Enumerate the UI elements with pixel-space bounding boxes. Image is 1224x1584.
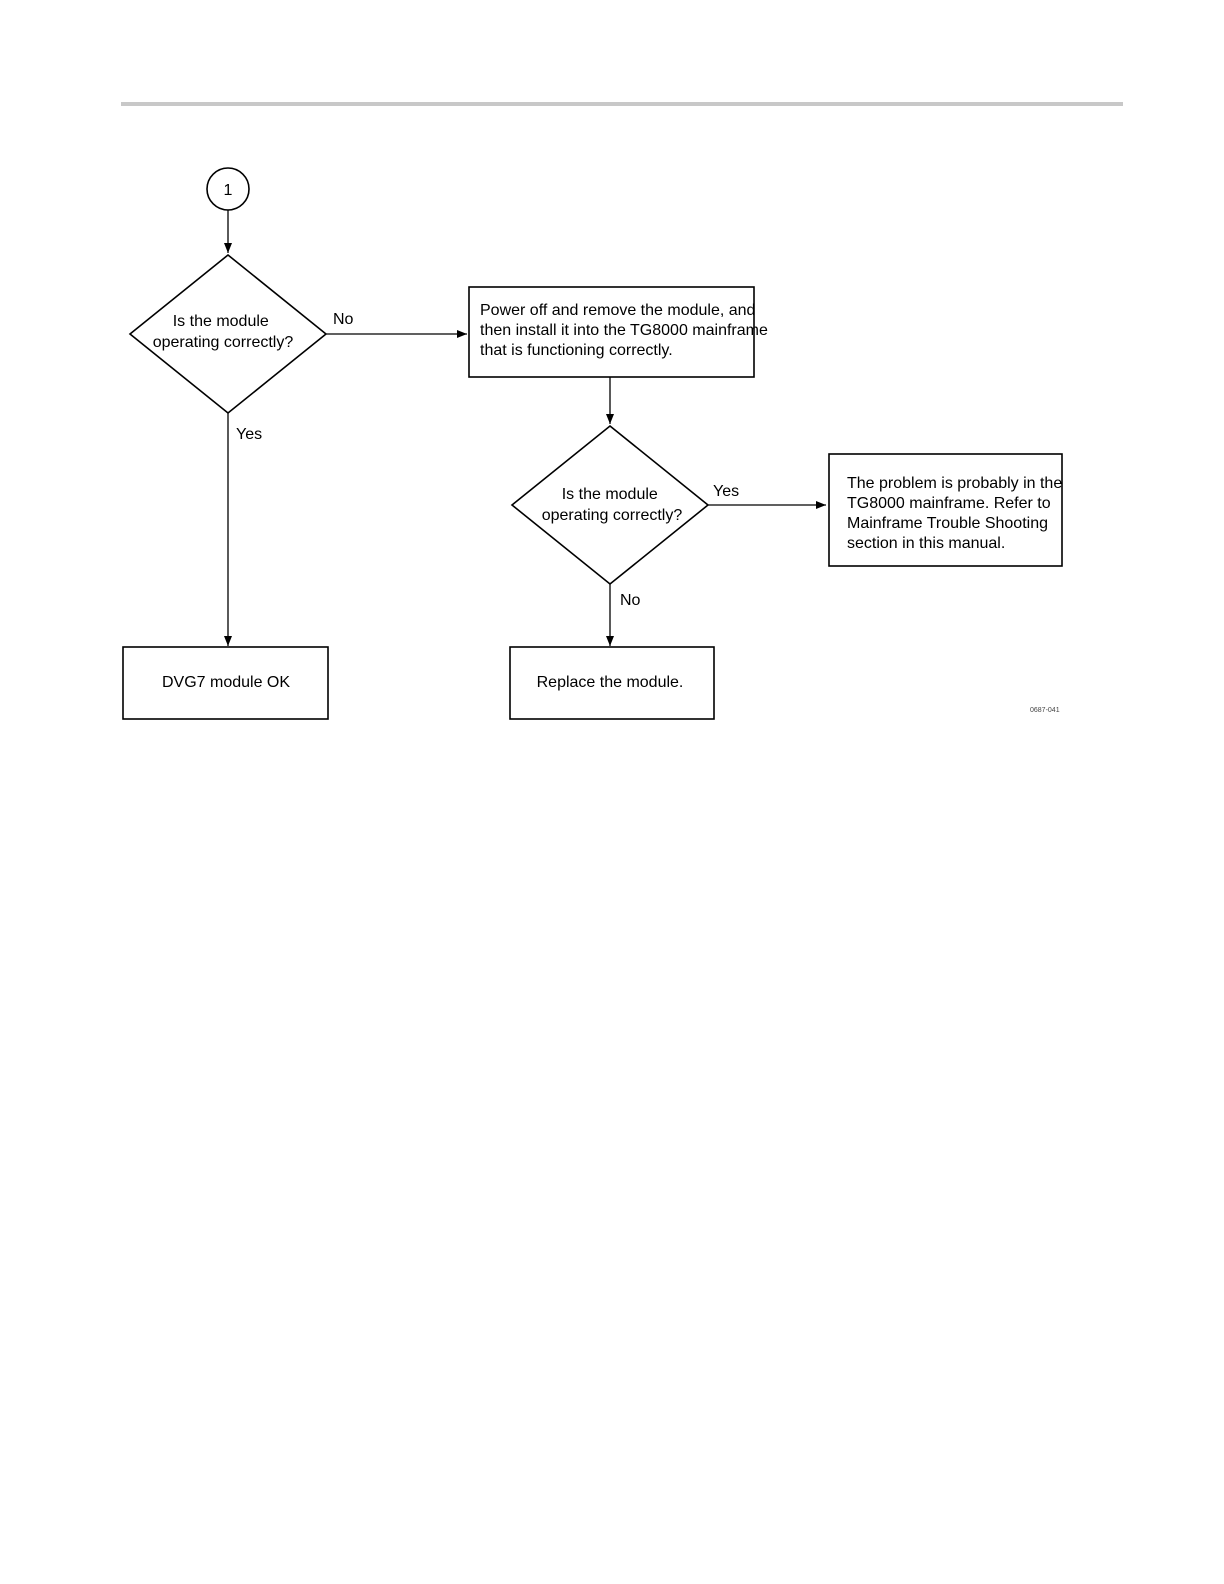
edge-label-decision1-no: No xyxy=(333,311,354,328)
process-line-2: then install it into the TG8000 mainfram… xyxy=(480,322,768,339)
process-node-reinstall: Power off and remove the module, and the… xyxy=(468,286,772,378)
connector-node: 1 xyxy=(206,167,250,211)
decision1-line-1: Is the module xyxy=(173,313,269,330)
svg-text:Is the module operating: Is the module operating correctly? xyxy=(153,313,294,351)
header-rule xyxy=(121,102,1123,106)
process-line-3: that is functioning correctly. xyxy=(480,342,673,359)
edge-label-decision2-no: No xyxy=(620,592,641,609)
decision2-line-2: operating correctly? xyxy=(542,507,683,524)
figure-id: 0687-041 xyxy=(1030,707,1060,714)
svg-text:Is the module operating: Is the module operating correctly? xyxy=(542,486,683,524)
edge-label-decision2-yes: Yes xyxy=(713,483,739,500)
decision-node-1: Is the module operating correctly? xyxy=(128,253,328,415)
mainframe-line-4: section in this manual. xyxy=(847,535,1005,552)
result-node-ok: DVG7 module OK xyxy=(122,646,329,720)
svg-text:Power off and remove the modul: Power off and remove the module, and the… xyxy=(480,302,772,359)
process-line-1: Power off and remove the module, and xyxy=(480,302,755,319)
decision-node-2: Is the module operating correctly? xyxy=(510,424,710,586)
edge-label-decision1-yes: Yes xyxy=(236,426,262,443)
mainframe-line-1: The problem is probably in the xyxy=(847,475,1062,492)
decision2-line-1: Is the module xyxy=(562,486,658,503)
decision1-line-2: operating correctly? xyxy=(153,334,294,351)
mainframe-line-2: TG8000 mainframe. Refer to xyxy=(847,495,1051,512)
result-node-replace: Replace the module. xyxy=(509,646,715,720)
result-node-mainframe: The problem is probably in the TG8000 ma… xyxy=(828,453,1067,567)
mainframe-line-3: Mainframe Trouble Shooting xyxy=(847,515,1048,532)
ok-label: DVG7 module OK xyxy=(162,674,290,691)
connector-label: 1 xyxy=(224,182,233,199)
svg-text:The problem is probably in the: The problem is probably in the TG8000 ma… xyxy=(847,475,1067,552)
replace-label: Replace the module. xyxy=(537,674,684,691)
